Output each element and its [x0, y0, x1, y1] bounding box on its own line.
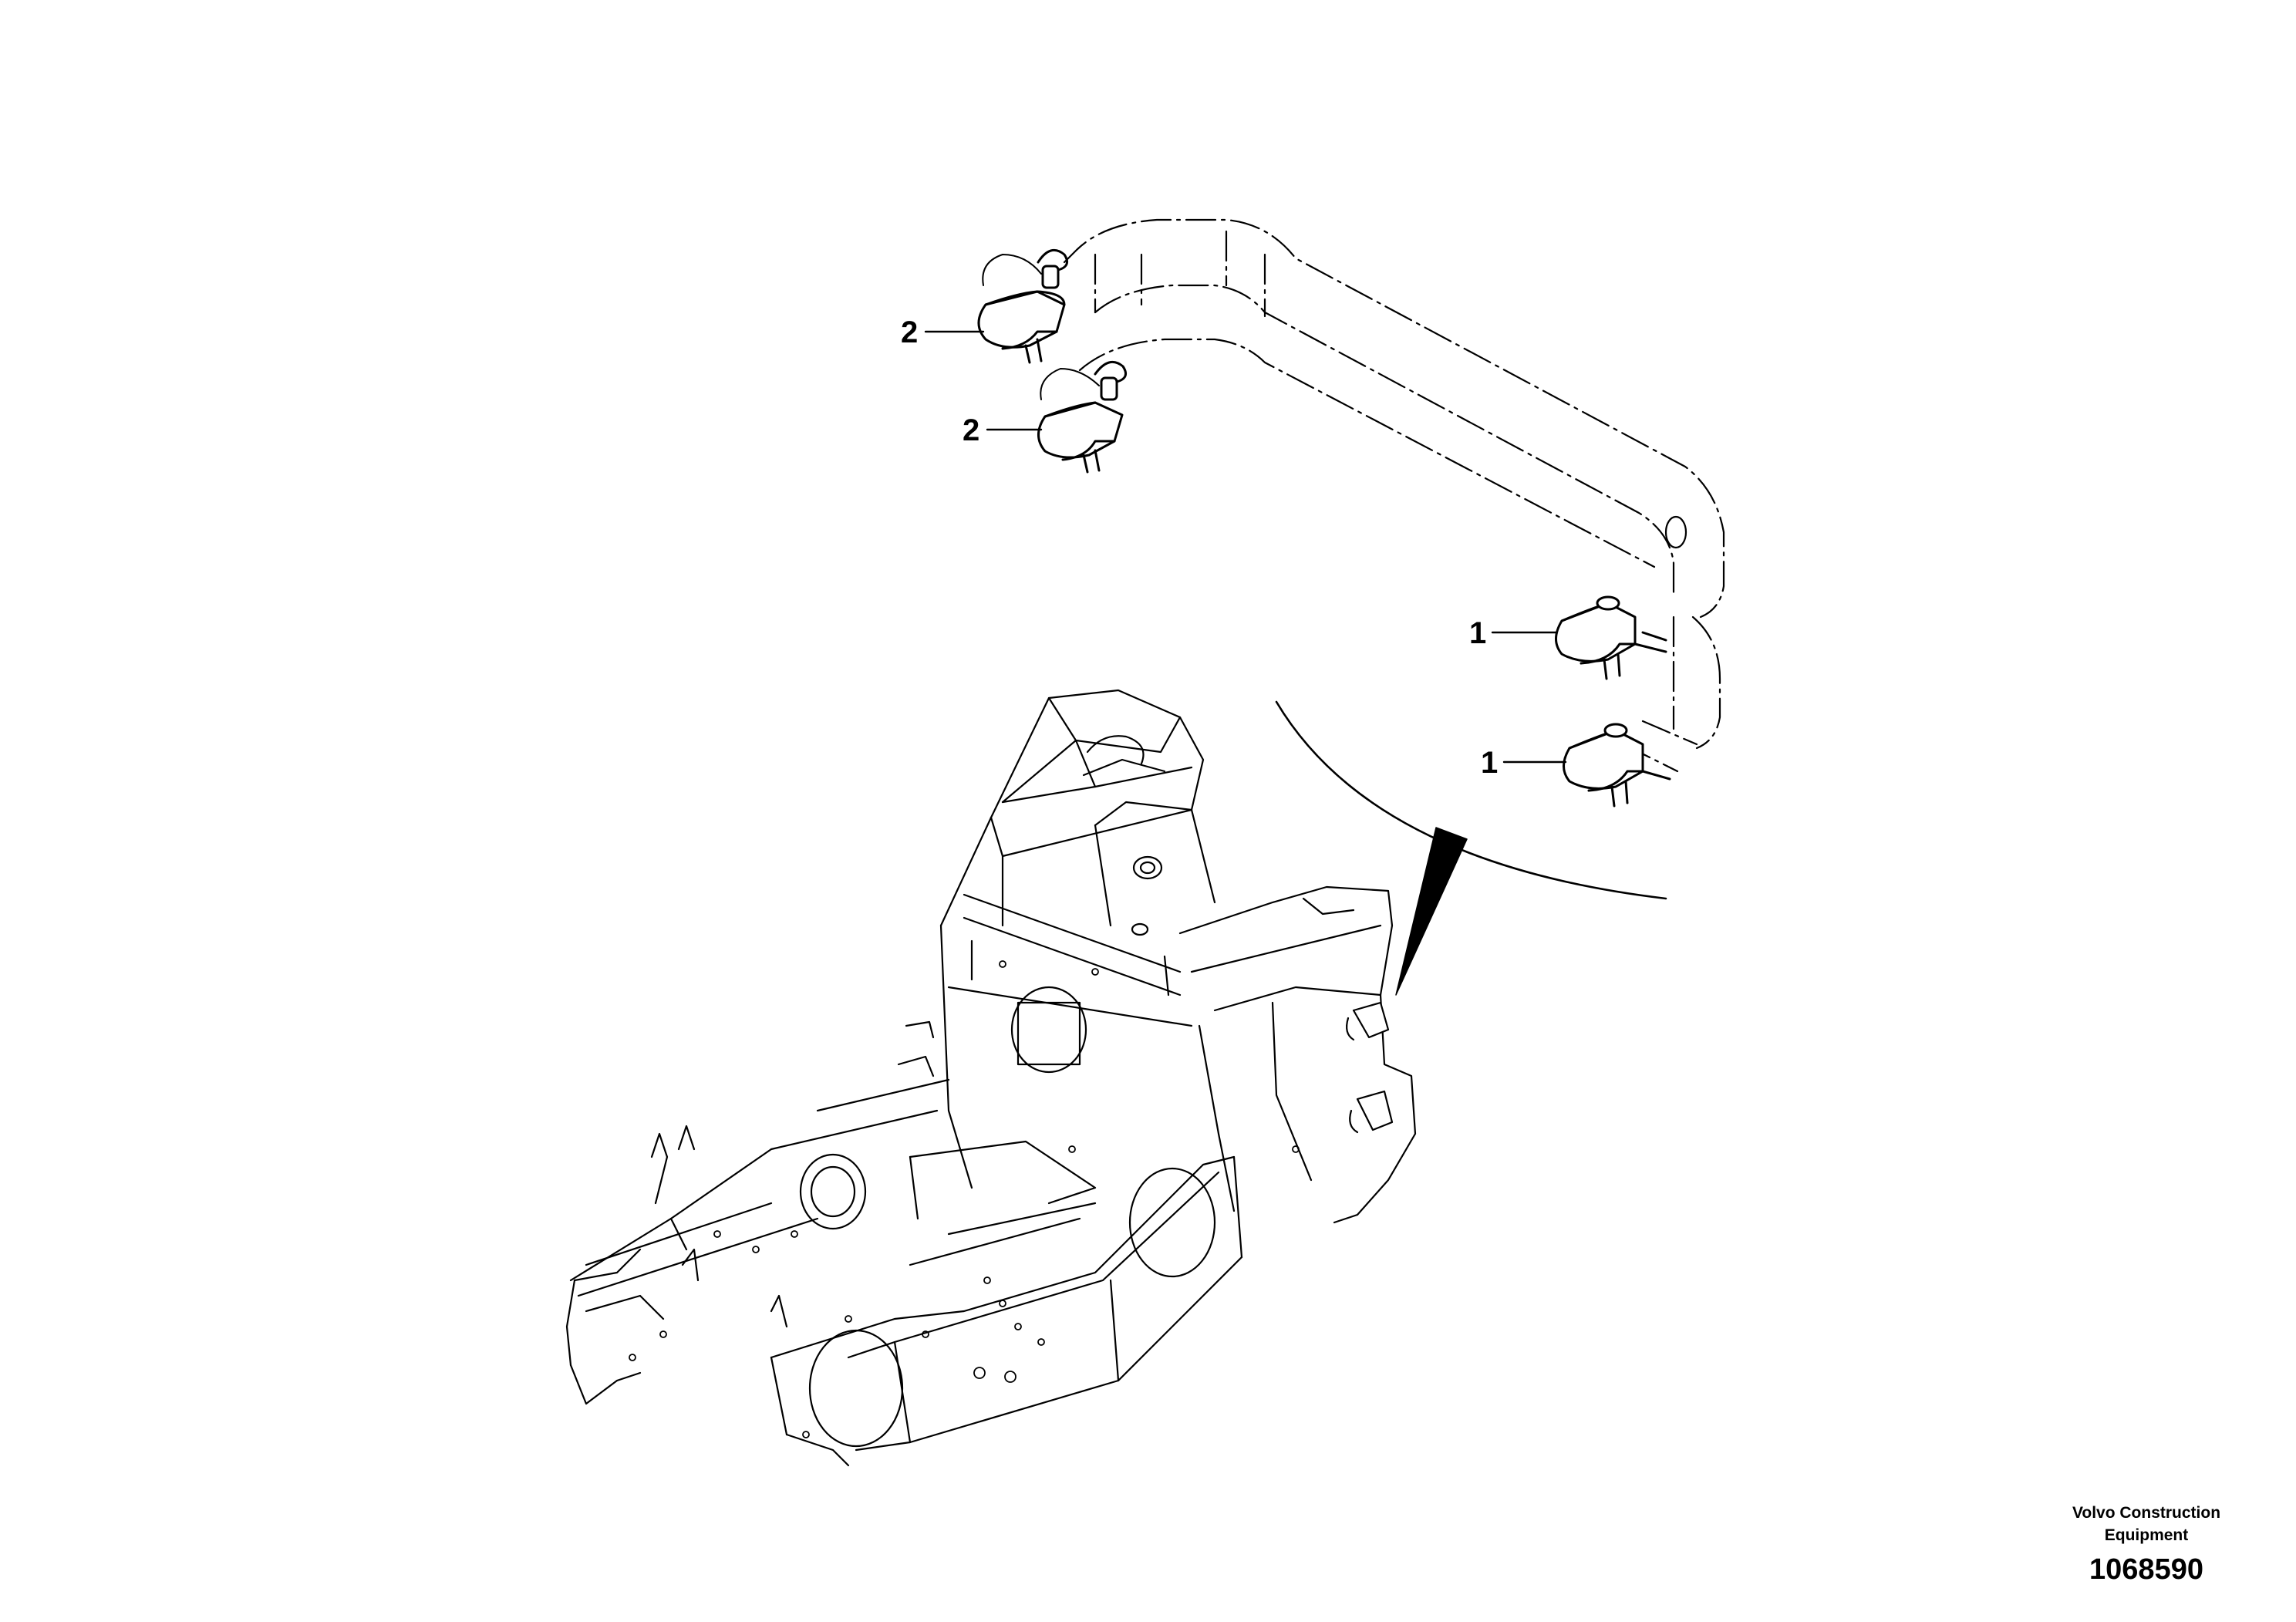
callout-leaders	[924, 330, 1567, 764]
detail-pointer	[1395, 827, 1468, 996]
callout-item-1-lower: 1	[1481, 746, 1498, 780]
detail-arc	[1275, 700, 1667, 900]
drawing-number: 1068590	[2089, 1553, 2203, 1586]
bracket-item-1-upper	[1555, 595, 1667, 680]
callout-item-2-upper: 2	[901, 315, 918, 349]
clamp-item-2-upper	[977, 248, 1069, 364]
frame-holes	[629, 960, 1300, 1438]
callout-item-1-upper: 1	[1469, 616, 1486, 650]
bracket-item-1-lower	[1563, 723, 1671, 808]
brand-line-2: Equipment	[2104, 1526, 2189, 1544]
guard-rail-phantom	[1063, 218, 1725, 773]
clamp-item-2-lower	[1037, 360, 1128, 474]
machine-frame	[565, 689, 1417, 1467]
callout-item-2-lower: 2	[963, 413, 979, 447]
brand-line-1: Volvo Construction	[2072, 1504, 2221, 1522]
